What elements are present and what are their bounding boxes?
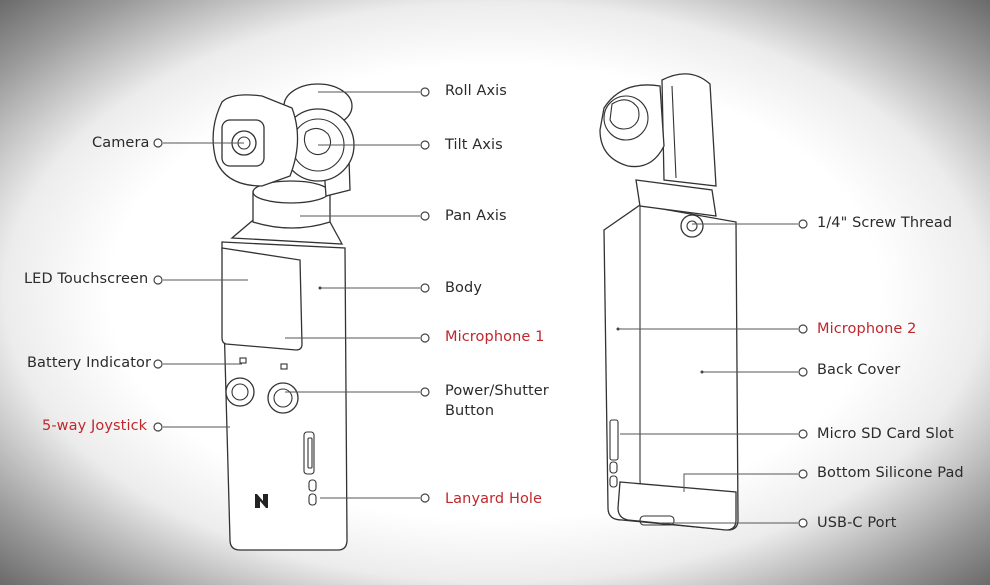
label-battery-indicator: Battery Indicator bbox=[27, 355, 152, 371]
label-microphone-2: Microphone 2 bbox=[817, 321, 917, 337]
back-camera-head bbox=[599, 84, 665, 168]
bottom-pad bbox=[617, 481, 737, 531]
label-lanyard-hole: Lanyard Hole bbox=[445, 491, 543, 507]
label-power-shutter-line1: Power/Shutter bbox=[445, 383, 549, 399]
back-gimbal-neck bbox=[635, 179, 717, 217]
front-device bbox=[212, 83, 355, 551]
label-camera: Camera bbox=[92, 135, 150, 151]
label-power-shutter-line2: Button bbox=[445, 403, 495, 419]
back-body bbox=[603, 204, 739, 531]
label-led-touchscreen: LED Touchscreen bbox=[24, 271, 149, 287]
screw-thread bbox=[680, 214, 704, 238]
label-body: Body bbox=[445, 280, 483, 296]
label-usb-c-port: USB-C Port bbox=[817, 515, 897, 531]
label-micro-sd-slot: Micro SD Card Slot bbox=[817, 426, 954, 442]
label-bottom-silicone-pad: Bottom Silicone Pad bbox=[817, 465, 964, 481]
back-device bbox=[599, 73, 739, 531]
label-microphone-1: Microphone 1 bbox=[445, 329, 545, 345]
label-tilt-axis: Tilt Axis bbox=[445, 137, 503, 153]
shutter-button bbox=[267, 382, 299, 414]
joystick-knob bbox=[225, 377, 255, 407]
label-pan-axis: Pan Axis bbox=[445, 208, 507, 224]
led-screen bbox=[221, 247, 303, 351]
label-screw-thread: 1/4" Screw Thread bbox=[817, 215, 953, 231]
label-5way-joystick: 5-way Joystick bbox=[42, 418, 148, 434]
label-roll-axis: Roll Axis bbox=[445, 83, 507, 99]
label-back-cover: Back Cover bbox=[817, 362, 901, 378]
front-leader-lines bbox=[153, 87, 430, 503]
back-leader-lines bbox=[318, 219, 808, 528]
brand-logo bbox=[255, 494, 268, 508]
